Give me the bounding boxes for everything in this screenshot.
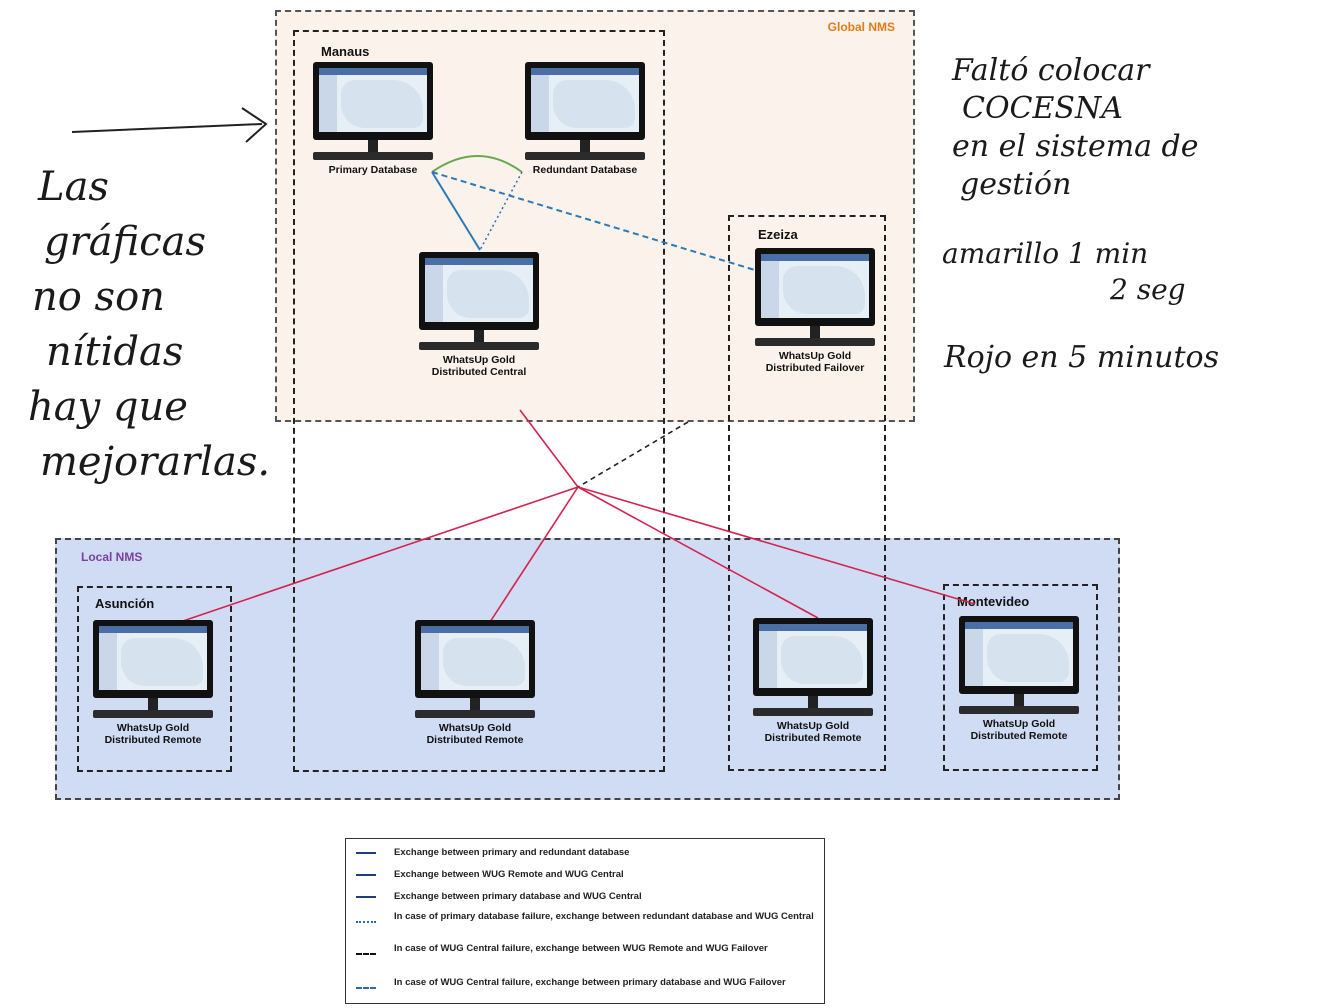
- central-label: WhatsUp Gold Distributed Central: [431, 354, 527, 378]
- monitor-icon: [419, 252, 539, 330]
- legend-text: Exchange between primary and redundant d…: [394, 847, 630, 858]
- ezeiza-label: Ezeiza: [758, 227, 798, 242]
- legend-text: Exchange between WUG Remote and WUG Cent…: [394, 869, 624, 880]
- remote-montevideo-node: WhatsUp Gold Distributed Remote: [954, 616, 1084, 742]
- note-line: hay que: [28, 384, 188, 430]
- remote-center-node: WhatsUp Gold Distributed Remote: [410, 620, 540, 746]
- monitor-icon: [959, 616, 1079, 694]
- note-line: gestión: [960, 167, 1072, 202]
- note-line: no son: [32, 274, 165, 320]
- note-line: COCESNA: [962, 91, 1123, 126]
- handwritten-note-right-3: Rojo en 5 minutos: [944, 340, 1219, 375]
- monitor-icon: [415, 620, 535, 698]
- legend-text: In case of WUG Central failure, exchange…: [394, 977, 786, 988]
- legend-swatch: [356, 987, 376, 989]
- monitor-icon: [755, 248, 875, 326]
- legend-text: In case of WUG Central failure, exchange…: [394, 943, 768, 954]
- note-line: en el sistema de: [952, 129, 1199, 164]
- legend: Exchange between primary and redundant d…: [345, 838, 825, 1004]
- local-nms-label: Local NMS: [81, 550, 143, 564]
- note-line: Faltó colocar: [952, 53, 1150, 88]
- handwritten-note-right-1: Faltó colocar COCESNA en el sistema de g…: [952, 52, 1199, 204]
- remote-asuncion-node: WhatsUp Gold Distributed Remote: [88, 620, 218, 746]
- remote-ezeiza-label: WhatsUp Gold Distributed Remote: [764, 720, 862, 744]
- link-hub-montevideo: [577, 486, 976, 605]
- note-line: amarillo 1 min: [942, 237, 1149, 270]
- manaus-box: Manaus: [293, 30, 665, 772]
- link-failover-hub: [577, 421, 689, 488]
- failover-node: WhatsUp Gold Distributed Failover: [750, 248, 880, 374]
- manaus-label: Manaus: [321, 44, 370, 59]
- monitor-icon: [93, 620, 213, 698]
- link-central-hub: [519, 409, 579, 488]
- asuncion-box: Asunción: [77, 586, 232, 772]
- primary-database-node: Primary Database: [308, 62, 438, 176]
- remote-ezeiza-node: WhatsUp Gold Distributed Remote: [748, 618, 878, 744]
- legend-swatch: [356, 896, 376, 898]
- monitor-icon: [525, 62, 645, 140]
- link-primary-central: [431, 171, 481, 251]
- note-line: Las: [38, 164, 109, 210]
- redundant-database-node: Redundant Database: [520, 62, 650, 176]
- failover-label: WhatsUp Gold Distributed Failover: [765, 350, 865, 374]
- global-nms-label: Global NMS: [827, 20, 895, 34]
- note-line: 2 seg: [1110, 273, 1186, 306]
- redundant-database-label: Redundant Database: [532, 164, 638, 176]
- note-line: gráficas: [44, 219, 207, 265]
- legend-swatch: [356, 953, 376, 955]
- handwritten-note-left: Las gráficas no son nítidas hay que mejo…: [22, 160, 270, 490]
- local-nms-zone: Local NMS: [55, 538, 1120, 800]
- link-hub-center: [489, 486, 579, 623]
- legend-swatch: [356, 852, 376, 854]
- monitor-icon: [313, 62, 433, 140]
- handwritten-note-right-2: amarillo 1 min 2 seg: [942, 236, 1186, 308]
- legend-swatch: [356, 921, 376, 923]
- primary-database-label: Primary Database: [328, 164, 418, 176]
- remote-center-label: WhatsUp Gold Distributed Remote: [426, 722, 524, 746]
- central-node: WhatsUp Gold Distributed Central: [414, 252, 544, 378]
- link-primary-redundant: [431, 155, 523, 173]
- ezeiza-box: Ezeiza: [728, 215, 886, 771]
- montevideo-box: Montevideo: [943, 584, 1098, 771]
- legend-text: Exchange between primary database and WU…: [394, 891, 642, 902]
- link-hub-asuncion: [179, 486, 579, 623]
- remote-asuncion-label: WhatsUp Gold Distributed Remote: [104, 722, 202, 746]
- note-line: nítidas: [46, 329, 184, 375]
- link-hub-ezeiza: [577, 486, 819, 619]
- legend-swatch: [356, 874, 376, 876]
- montevideo-label: Montevideo: [957, 594, 1030, 609]
- monitor-icon: [753, 618, 873, 696]
- note-line: mejorarlas.: [40, 439, 271, 485]
- remote-montevideo-label: WhatsUp Gold Distributed Remote: [970, 718, 1068, 742]
- asuncion-label: Asunción: [95, 596, 155, 611]
- legend-text: In case of primary database failure, exc…: [394, 911, 814, 922]
